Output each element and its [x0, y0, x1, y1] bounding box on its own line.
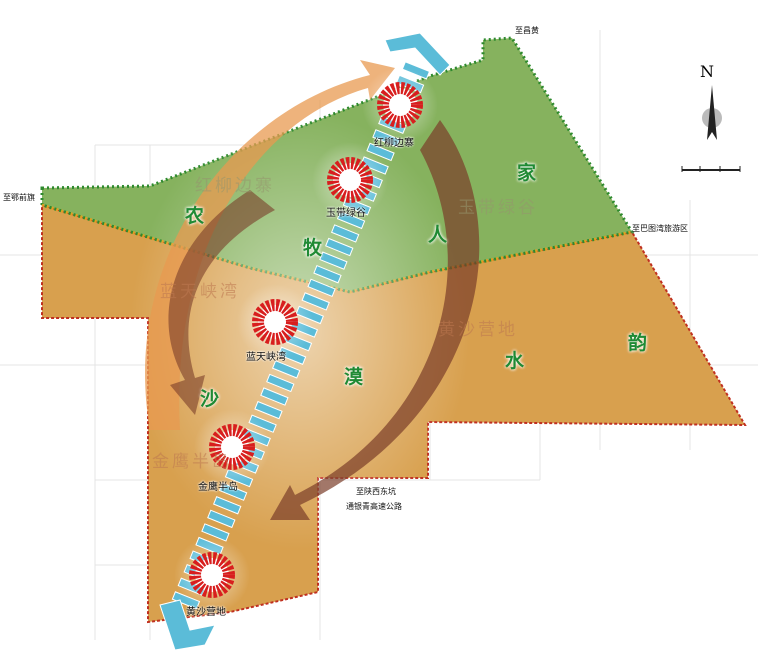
corridor-step: [254, 400, 283, 420]
node-marker-icon: [189, 552, 235, 598]
direction-south-line1: 至陕西东坑: [356, 487, 396, 496]
theme-char: 农: [185, 205, 205, 227]
node-label: 红柳边寨: [374, 138, 414, 149]
node-label: 玉带绿谷: [326, 208, 366, 219]
corridor-step: [207, 509, 236, 529]
compass-icon: [702, 85, 722, 140]
node-marker-icon: [209, 424, 255, 470]
brown-cycle-arrow-right: [270, 120, 480, 520]
theme-char: 韵: [628, 332, 648, 354]
node-marker-icon: [252, 299, 298, 345]
node-label: 蓝天峡湾: [246, 352, 286, 363]
corridor-step: [218, 482, 248, 501]
corridor-step: [301, 292, 330, 311]
direction-east: 至巴图湾旅游区: [632, 224, 688, 233]
zone-label: 金鹰半岛: [152, 452, 232, 472]
corridor-step: [201, 523, 230, 542]
node-marker-icon: [377, 82, 423, 128]
brown-cycle-arrow-left: [168, 190, 275, 415]
corridor-step: [213, 496, 242, 515]
corridor-step: [266, 373, 295, 393]
node-label: 金鹰半岛: [198, 482, 238, 493]
theme-char: 家: [517, 162, 537, 184]
compass-north-label: N: [700, 62, 714, 81]
direction-north: 至昌黄: [515, 26, 539, 35]
node-label: 黄沙营地: [186, 607, 226, 618]
corridor-step: [325, 237, 354, 257]
theme-char: 沙: [200, 388, 220, 410]
scale-bar-icon: [681, 166, 741, 172]
zone-label: 蓝天峡湾: [160, 282, 240, 302]
corridor-step: [330, 224, 360, 243]
node-marker-icon: [327, 157, 373, 203]
zone-label: 红柳边寨: [195, 176, 275, 196]
theme-char: 人: [428, 224, 448, 246]
zone-label: 黄沙营地: [438, 320, 518, 340]
direction-west: 至鄂前旗: [3, 193, 35, 202]
corridor-step: [319, 251, 348, 270]
corridor-step: [313, 264, 342, 284]
corridor-step: [271, 360, 301, 379]
zone-label: 玉带绿谷: [458, 198, 538, 218]
theme-char: 水: [505, 350, 525, 372]
theme-char: 牧: [303, 237, 323, 259]
theme-char: 漠: [344, 366, 364, 388]
corridor-step: [307, 278, 336, 298]
corridor-step: [260, 387, 289, 406]
direction-south-line2: 通银青高速公路: [346, 502, 402, 511]
